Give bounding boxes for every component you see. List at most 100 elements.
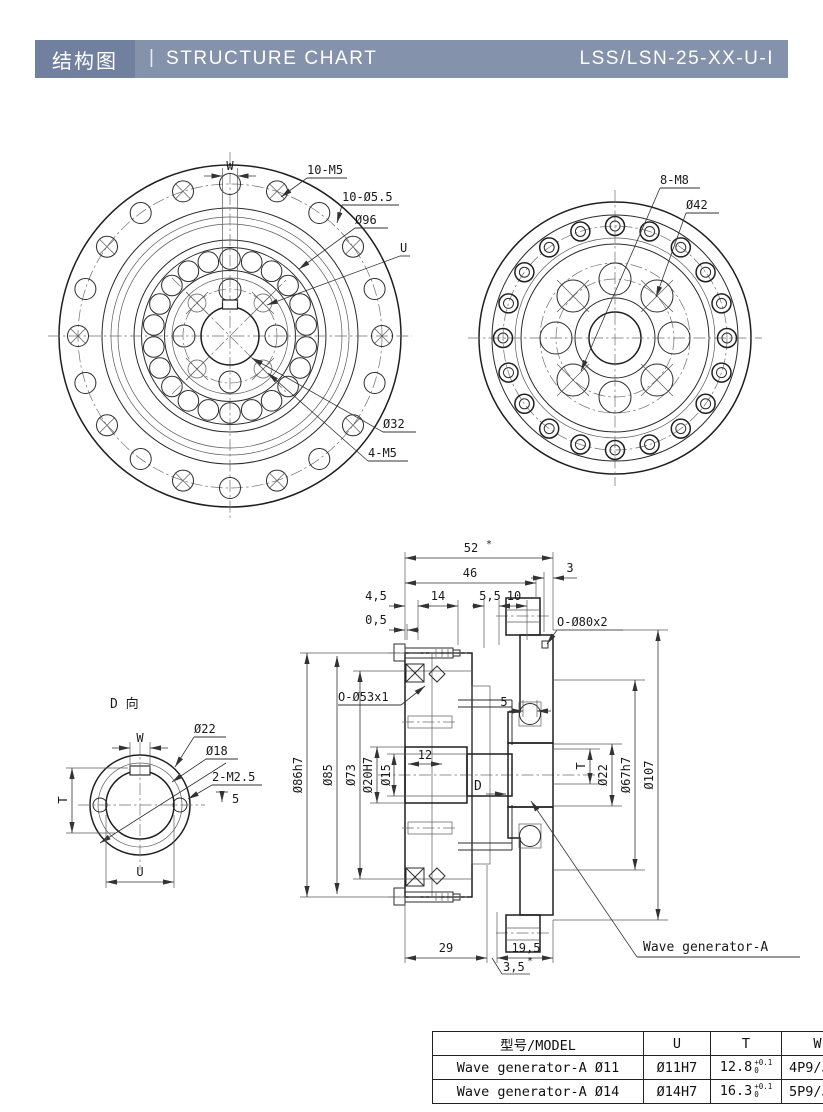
col-header-w: W <box>781 1031 823 1056</box>
header-bar: 结构图 | STRUCTURE CHART LSS/LSN-25-XX-U-I <box>35 40 788 78</box>
dim-12-label: 12 <box>418 748 432 762</box>
bearing-balls <box>143 248 318 424</box>
flexspline <box>458 699 513 851</box>
dim-4-5-label: 4,5 <box>365 589 387 603</box>
dim-w: W <box>204 159 256 303</box>
label-oring-80: O-Ø80x2 <box>557 615 608 629</box>
leader-u: U <box>266 241 410 306</box>
dim-d67-label: Ø67h7 <box>619 757 633 793</box>
leader-d42: Ø42 <box>655 198 719 298</box>
detail-label-d18: Ø18 <box>206 744 228 758</box>
dim-0-5-label: 0,5 <box>365 613 387 627</box>
label-4-m5: 4-M5 <box>368 446 397 460</box>
leader-10-d55: 10-Ø5.5 <box>336 190 399 224</box>
detail-dim-w-label: W <box>136 731 144 745</box>
leader-10-m5: 10-M5 <box>280 163 347 198</box>
detail-dim-u: U <box>105 815 175 888</box>
dim-5-5-label: 5,5 <box>479 589 501 603</box>
dim-3: 3 <box>531 561 577 632</box>
dim-10-label: 10 <box>507 589 521 603</box>
dim-d15: Ø15 <box>379 753 467 797</box>
keyway <box>221 299 239 310</box>
tolerance-lower: 0 <box>754 1065 759 1075</box>
dim-t-label: T <box>574 762 588 769</box>
dim-d20: Ø20H7 <box>361 746 405 804</box>
dim-5: 5 <box>500 695 551 717</box>
dim-d85: Ø85 <box>321 656 340 894</box>
detail-view-title: D 向 <box>110 696 139 712</box>
dim-52-note: * <box>486 539 492 550</box>
tolerance-upper: +0.1 <box>754 1082 773 1092</box>
header-title-zh: 结构图 <box>35 40 135 78</box>
dim-d107: Ø107 <box>553 629 668 921</box>
rim-screws <box>492 215 738 461</box>
dim-3-5-note: * <box>527 956 533 967</box>
label-oring-53: O-Ø53x1 <box>338 690 389 704</box>
dim-d73-label: Ø73 <box>344 764 358 786</box>
section-view: 52 * 46 3 4,5 <box>291 539 800 975</box>
detail-label-d22: Ø22 <box>194 722 216 736</box>
col-header-model: 型号/MODEL <box>432 1031 644 1056</box>
cell-w: 4P9/JS9 <box>781 1055 823 1080</box>
cell-w: 5P9/JS9 <box>781 1079 823 1104</box>
dim-5-5: 5,5 <box>472 589 501 648</box>
detail-leader-d22: Ø22 <box>174 722 226 768</box>
view-d-label: D <box>474 779 482 794</box>
input-shaft <box>404 746 513 804</box>
dim-d15-label: Ø15 <box>379 764 393 786</box>
dim-52-label: 52 <box>464 541 478 555</box>
dim-d22-label: Ø22 <box>596 764 610 786</box>
dim-19-5-label: 19,5 <box>512 941 541 955</box>
dim-d85-label: Ø85 <box>321 764 335 786</box>
detail-leader-2m25: 2-M2.5 <box>187 770 262 800</box>
dim-0-5: 0,5 <box>365 613 419 640</box>
detail-view-d: D 向 W Ø22 Ø18 <box>56 696 262 888</box>
dim-14: 14 <box>418 589 459 645</box>
dim-d86: Ø86h7 <box>291 652 405 898</box>
dim-3-5: 3,5 * <box>491 956 533 975</box>
callout-wave-generator: Wave generator-A <box>530 800 800 958</box>
cell-model: Wave generator-A Ø14 <box>432 1079 644 1104</box>
dim-d86-label: Ø86h7 <box>291 757 305 793</box>
crossed-roller-bearing <box>402 663 458 887</box>
detail-dim-u-label: U <box>136 865 143 879</box>
dim-10: 10 <box>499 589 528 640</box>
table-header-row: 型号/MODEL U T W <box>432 1031 823 1056</box>
leader-oring-53: O-Ø53x1 <box>338 685 426 706</box>
leader-d96: Ø96 <box>298 213 388 270</box>
header-title-en: STRUCTURE CHART <box>165 47 378 69</box>
rear-view: 8-M8 Ø42 <box>468 173 762 486</box>
leader-oring-80: O-Ø80x2 <box>546 615 623 645</box>
dim-19-5: 19,5 <box>496 912 554 963</box>
label-d42: Ø42 <box>686 198 708 212</box>
dim-w-label: W <box>226 159 234 173</box>
dim-d20-label: Ø20H7 <box>361 757 375 793</box>
label-u: U <box>400 241 407 255</box>
dim-12: 12 <box>408 748 442 767</box>
col-header-t: T <box>710 1031 782 1056</box>
detail-leader-d18: Ø18 <box>171 744 238 783</box>
header-model-code: LSS/LSN-25-XX-U-I <box>579 48 774 69</box>
bolt-top <box>388 643 468 662</box>
leader-4-m5: 4-M5 <box>267 372 408 462</box>
label-d32: Ø32 <box>383 417 405 431</box>
dim-29-label: 29 <box>439 941 453 955</box>
dim-t: T <box>553 748 600 785</box>
detail-depth-label: 5 <box>232 792 239 806</box>
dim-5-label: 5 <box>500 695 507 709</box>
flange-holes <box>67 173 393 499</box>
dim-29: 29 <box>404 865 488 963</box>
detail-dim-w: W <box>112 731 168 768</box>
detail-dim-t: T <box>56 767 128 834</box>
tolerance-base: 16.3 <box>719 1083 753 1100</box>
dim-d73: Ø73 <box>344 670 405 880</box>
dim-46-label: 46 <box>463 566 477 580</box>
detail-label-2m25: 2-M2.5 <box>212 770 255 784</box>
callout-wave-generator-label: Wave generator-A <box>643 940 768 955</box>
front-view: W 10-M5 10-Ø5.5 Ø96 U <box>48 152 416 520</box>
dim-d67: Ø67h7 <box>553 679 645 871</box>
